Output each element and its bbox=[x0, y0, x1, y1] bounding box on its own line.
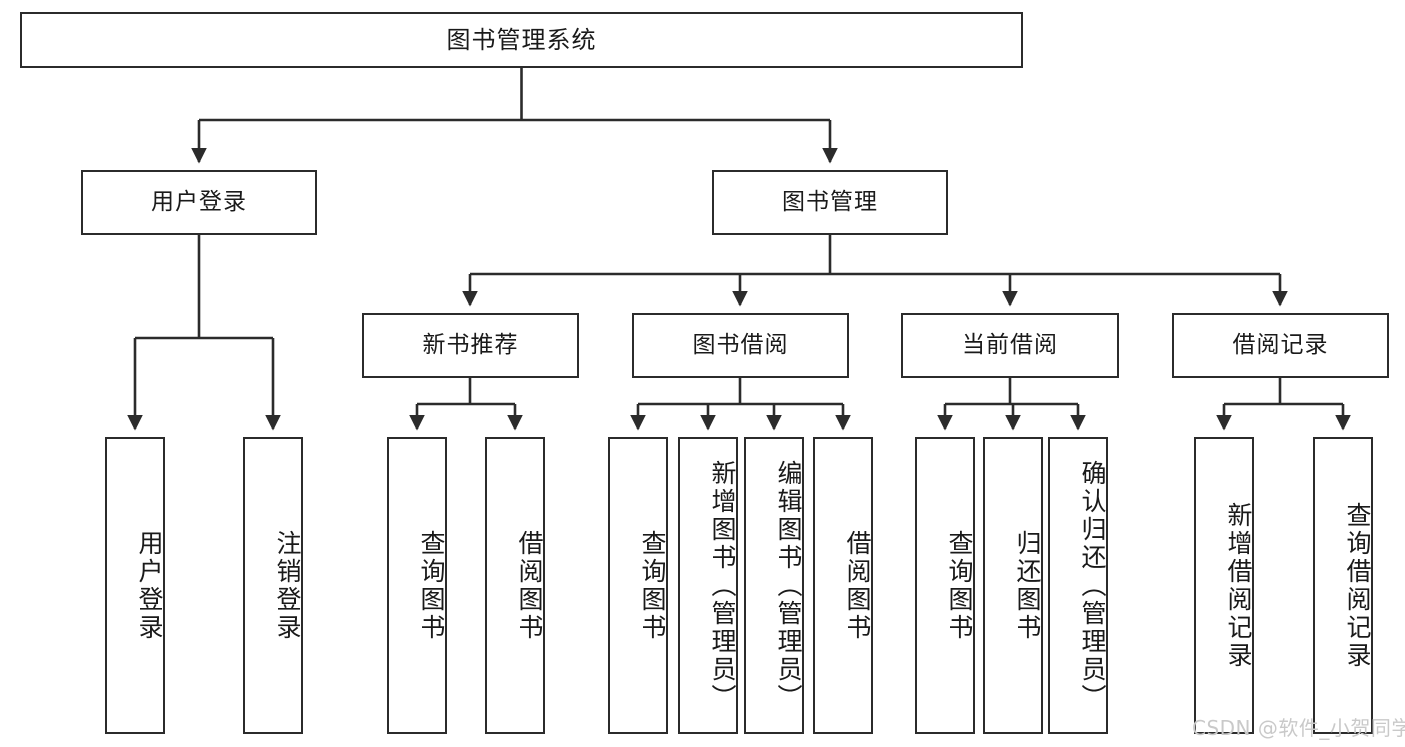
node-leaf-add-record[interactable]: 新增借阅记录 bbox=[1194, 437, 1254, 734]
node-leaf-borrow-book-1[interactable]: 借阅图书 bbox=[485, 437, 545, 734]
leaf-label: 查询图书 bbox=[417, 529, 446, 642]
node-leaf-user-login[interactable]: 用户登录 bbox=[105, 437, 165, 734]
leaf-label: 查询图书 bbox=[638, 529, 667, 642]
leaf-label: 确认归还（管理员） bbox=[1078, 459, 1107, 712]
leaf-label: 用户登录 bbox=[135, 529, 164, 642]
leaf-label: 归还图书 bbox=[1013, 529, 1042, 642]
node-leaf-query-book-1[interactable]: 查询图书 bbox=[387, 437, 447, 734]
leaf-label: 新增借阅记录 bbox=[1224, 501, 1253, 670]
node-leaf-query-book-2[interactable]: 查询图书 bbox=[608, 437, 668, 734]
leaf-label: 新增图书（管理员） bbox=[708, 459, 737, 712]
node-new-book-recommend[interactable]: 新书推荐 bbox=[362, 313, 579, 378]
leaf-label: 注销登录 bbox=[273, 529, 302, 642]
node-book-manage[interactable]: 图书管理 bbox=[712, 170, 948, 235]
leaf-label: 借阅图书 bbox=[843, 529, 872, 642]
leaf-label: 编辑图书（管理员） bbox=[774, 459, 803, 712]
node-leaf-query-book-3[interactable]: 查询图书 bbox=[915, 437, 975, 734]
leaf-label: 查询借阅记录 bbox=[1343, 501, 1372, 670]
node-current-borrow[interactable]: 当前借阅 bbox=[901, 313, 1119, 378]
node-leaf-add-book[interactable]: 新增图书（管理员） bbox=[678, 437, 738, 734]
leaf-label: 查询图书 bbox=[945, 529, 974, 642]
node-root-system[interactable]: 图书管理系统 bbox=[20, 12, 1023, 68]
node-leaf-return-book[interactable]: 归还图书 bbox=[983, 437, 1043, 734]
node-borrow-record[interactable]: 借阅记录 bbox=[1172, 313, 1389, 378]
node-leaf-edit-book[interactable]: 编辑图书（管理员） bbox=[744, 437, 804, 734]
node-book-borrow[interactable]: 图书借阅 bbox=[632, 313, 849, 378]
node-leaf-query-record[interactable]: 查询借阅记录 bbox=[1313, 437, 1373, 734]
node-leaf-logout[interactable]: 注销登录 bbox=[243, 437, 303, 734]
node-leaf-confirm-return[interactable]: 确认归还（管理员） bbox=[1048, 437, 1108, 734]
leaf-label: 借阅图书 bbox=[515, 529, 544, 642]
node-user-login[interactable]: 用户登录 bbox=[81, 170, 317, 235]
node-leaf-borrow-book-2[interactable]: 借阅图书 bbox=[813, 437, 873, 734]
